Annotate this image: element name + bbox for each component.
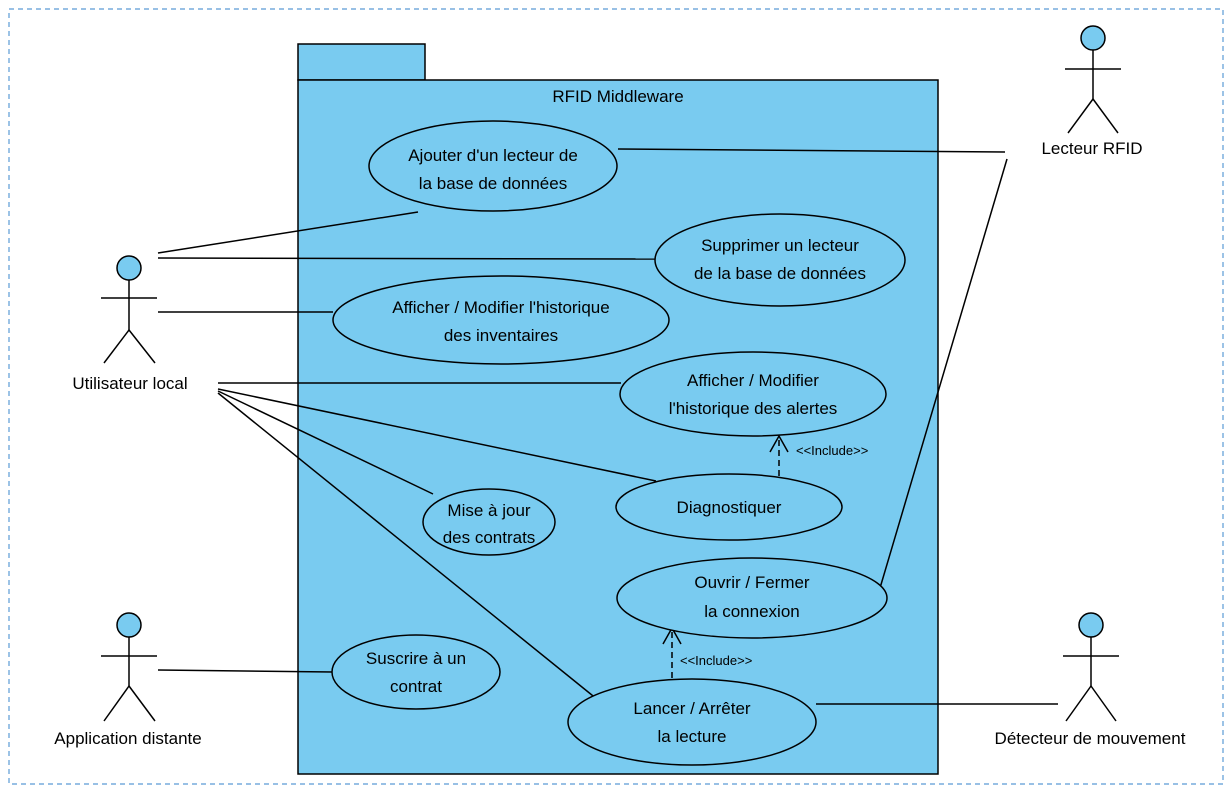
assoc-user-diagnostiquer	[217, 388, 657, 482]
associations	[157, 148, 1058, 705]
usecase-ajouter-lecteur[interactable]: Ajouter d'un lecteur de la base de donné…	[368, 120, 618, 212]
usecase-suscrire-contrat[interactable]: Suscrire à un contrat	[331, 634, 501, 710]
actor-label-application: Application distante	[54, 729, 201, 748]
usecase-label-line: des contrats	[443, 528, 536, 547]
assoc-user-supprimer	[157, 257, 657, 260]
usecase-ellipse	[615, 473, 843, 541]
usecase-label-line: Afficher / Modifier	[687, 371, 819, 390]
include-relations	[662, 434, 789, 688]
usecase-ellipse	[422, 488, 556, 556]
package-title: RFID Middleware	[552, 87, 683, 106]
usecase-ellipse	[654, 213, 906, 307]
assoc-user-lecture	[217, 392, 604, 705]
usecase-lancer-arreter-lecture[interactable]: Lancer / Arrêter la lecture	[567, 678, 817, 766]
usecase-label-line: Lancer / Arrêter	[633, 699, 751, 718]
actor-detecteur-mouvement[interactable]	[1063, 612, 1119, 722]
actor-utilisateur-local[interactable]	[101, 255, 157, 364]
actor-label-utilisateur: Utilisateur local	[72, 374, 187, 393]
actor-head	[116, 255, 142, 281]
usecase-label-line: Ajouter d'un lecteur de	[408, 146, 578, 165]
usecase-historique-inventaires[interactable]: Afficher / Modifier l'historique des inv…	[332, 275, 670, 365]
actor-label-detecteur: Détecteur de mouvement	[995, 729, 1186, 748]
usecase-supprimer-lecteur[interactable]: Supprimer un lecteur de la base de donné…	[654, 213, 906, 307]
actor-application-distante[interactable]	[101, 612, 157, 722]
usecase-ellipse	[368, 120, 618, 212]
usecase-ellipse	[619, 351, 887, 437]
canvas-frame	[8, 8, 1224, 785]
usecase-label-line: Ouvrir / Fermer	[694, 573, 810, 592]
usecase-label-line: Supprimer un lecteur	[701, 236, 859, 255]
usecase-label-line: la lecture	[658, 727, 727, 746]
usecase-label-line: l'historique des alertes	[669, 399, 838, 418]
usecase-label-line: Diagnostiquer	[677, 498, 782, 517]
usecase-label-line: Mise à jour	[447, 501, 530, 520]
include-label-connexion: <<Include>>	[680, 653, 752, 668]
usecase-ellipse	[616, 557, 888, 639]
actor-head	[1078, 612, 1104, 638]
actor-head	[1080, 25, 1106, 51]
usecase-label-line: des inventaires	[444, 326, 558, 345]
usecase-label-line: contrat	[390, 677, 442, 696]
assoc-app-suscrire	[157, 669, 334, 673]
usecase-ouvrir-fermer-connexion[interactable]: Ouvrir / Fermer la connexion	[616, 557, 888, 639]
usecase-ellipse	[332, 275, 670, 365]
include-label-alertes: <<Include>>	[796, 443, 868, 458]
usecase-label-line: la connexion	[704, 602, 799, 621]
usecase-label-line: Suscrire à un	[366, 649, 466, 668]
usecase-label-line: de la base de données	[694, 264, 866, 283]
usecase-diagnostiquer[interactable]: Diagnostiquer	[615, 473, 843, 541]
actor-lecteur-rfid[interactable]	[1065, 25, 1121, 134]
usecase-ellipse	[331, 634, 501, 710]
usecase-label-line: Afficher / Modifier l'historique	[392, 298, 609, 317]
package-tab	[297, 43, 426, 81]
usecase-label-line: la base de données	[419, 174, 567, 193]
actor-head	[116, 612, 142, 638]
usecase-ellipse	[567, 678, 817, 766]
assoc-user-contrats	[217, 390, 434, 495]
assoc-user-ajouter	[157, 211, 419, 254]
assoc-lecteur-ajouter	[617, 148, 1006, 153]
assoc-lecteur-connexion	[879, 158, 1008, 589]
usecase-mise-a-jour-contrats[interactable]: Mise à jour des contrats	[422, 488, 556, 556]
usecase-historique-alertes[interactable]: Afficher / Modifier l'historique des ale…	[619, 351, 887, 437]
actor-label-lecteur: Lecteur RFID	[1041, 139, 1142, 158]
